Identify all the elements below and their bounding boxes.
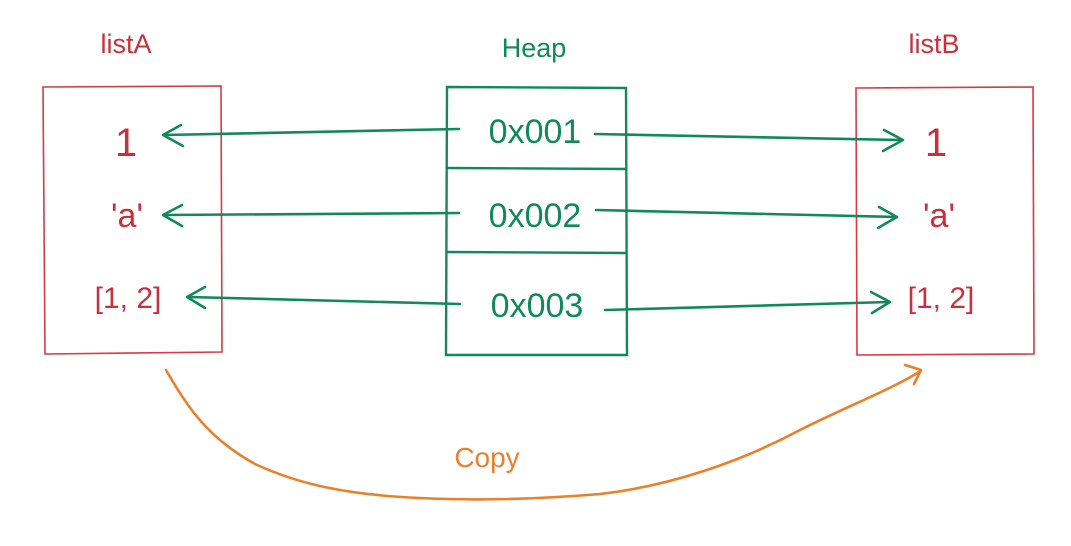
list-a-item: 'a' [111, 197, 143, 235]
heap-divider [446, 250, 628, 255]
list-b-box [855, 86, 1035, 356]
list-b-item: 'a' [923, 197, 955, 235]
heap-address: 0x001 [489, 113, 582, 151]
arrow-heap-to-list-a-1 [161, 123, 461, 148]
list-a-item: [1, 2] [95, 282, 162, 315]
copy-label: Copy [454, 442, 519, 473]
list-a-title: listA [100, 29, 151, 59]
list-b-title: listB [908, 29, 959, 59]
arrow-heap-to-list-b-2 [594, 205, 899, 230]
list-b-item: 1 [925, 121, 947, 165]
list-a-box [42, 85, 223, 355]
list-a-item: 1 [115, 121, 137, 165]
list-b-item: [1, 2] [908, 282, 975, 315]
heap-address: 0x002 [489, 197, 582, 235]
heap-box [444, 85, 629, 357]
arrow-heap-to-list-b-1 [593, 128, 905, 153]
arrow-heap-to-list-a-3 [185, 285, 462, 310]
heap-title: Heap [502, 33, 567, 63]
arrow-heap-to-list-a-2 [161, 203, 461, 228]
heap-divider [446, 166, 628, 171]
arrow-heap-to-list-b-3 [603, 290, 892, 315]
copy-arrow [164, 363, 923, 501]
heap-address: 0x003 [491, 287, 584, 325]
